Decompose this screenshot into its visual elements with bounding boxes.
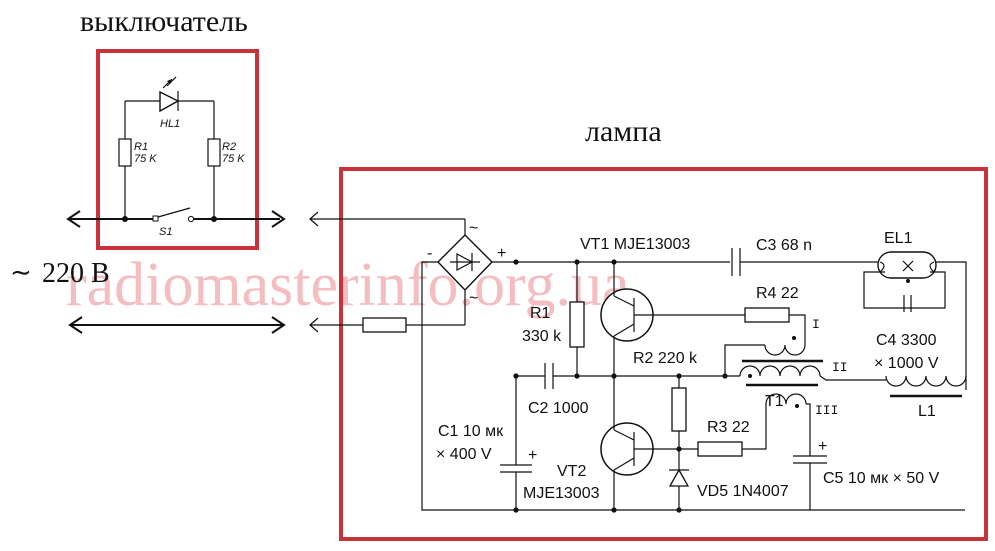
c1-label-line2: × 400 V <box>436 446 492 463</box>
winding-2 <box>739 365 821 377</box>
lamp-r1-name: R1 <box>530 305 551 322</box>
winding-3 <box>765 393 807 405</box>
t1-label: T1 <box>765 393 784 410</box>
c2-label: C2 1000 <box>528 400 589 417</box>
arrow-right-icon <box>271 210 286 228</box>
sw-r1-name: R1 <box>134 141 148 153</box>
hl1-label: HL1 <box>160 118 180 130</box>
r3-resistor <box>697 441 743 457</box>
sw-r2-name: R2 <box>222 141 236 153</box>
winding-1-label: I <box>812 317 820 332</box>
lamp-r1-value: 330 k <box>522 328 562 345</box>
bridge-ac-top: ~ <box>469 220 478 237</box>
switch-title: выключатель <box>80 5 248 38</box>
lamp-title: лампа <box>585 115 662 148</box>
lamp-frame <box>339 167 988 541</box>
ac-symbol: ∼ <box>10 258 32 287</box>
r4-resistor <box>744 307 790 323</box>
l1-label: L1 <box>918 403 936 420</box>
lamp-circuit: ~ ~ - + C3 68 n EL1 C4 3300 × 1000 V L <box>310 218 967 513</box>
bridge-ac-bottom: ~ <box>469 290 478 307</box>
c1-plus: + <box>528 447 537 464</box>
s1-label: S1 <box>159 226 172 238</box>
winding-3-label: III <box>815 403 838 418</box>
sw-r2-value: 75 K <box>222 153 245 165</box>
arrow-left-icon <box>66 210 81 228</box>
diode-vd5 <box>668 468 690 487</box>
base-resistor <box>671 387 687 432</box>
winding-1 <box>764 344 806 356</box>
vt2-label-line2: MJE13003 <box>523 485 600 502</box>
switch-s1-lever <box>157 207 191 218</box>
vd5-label: VD5 1N4007 <box>697 483 789 500</box>
winding-2-label: II <box>832 360 848 375</box>
el1-label: EL1 <box>884 230 913 247</box>
supply-voltage: 220 В <box>42 258 110 289</box>
led-icon <box>159 90 180 113</box>
c3-label: C3 68 n <box>756 237 812 254</box>
vt2-label-line1: VT2 <box>557 463 586 480</box>
c5-label: C5 10 мк × 50 V <box>823 470 940 487</box>
r2-label: R2 220 k <box>633 350 698 367</box>
fuse <box>362 317 407 333</box>
r2-resistor <box>207 138 221 167</box>
r1-resistor-lamp <box>569 301 585 348</box>
inductor-l1 <box>885 375 967 387</box>
bridge-minus: - <box>427 245 432 262</box>
r3-label: R3 22 <box>707 419 750 436</box>
r1-resistor <box>118 138 132 167</box>
c1-label-line1: C1 10 мк <box>438 423 504 440</box>
switch-circuit: HL1 R1 75 K R2 75 K S1 <box>66 76 286 238</box>
c5-plus: + <box>818 438 827 455</box>
bridge-plus: + <box>497 245 506 262</box>
r4-label: R4 22 <box>756 285 799 302</box>
supply-lower-line <box>68 316 286 334</box>
c4-label-line2: × 1000 V <box>874 355 939 372</box>
vt1-label: VT1 MJE13003 <box>580 236 690 253</box>
c4-label-line1: C4 3300 <box>876 332 937 349</box>
sw-r1-value: 75 K <box>134 153 157 165</box>
switch-frame <box>96 49 259 250</box>
